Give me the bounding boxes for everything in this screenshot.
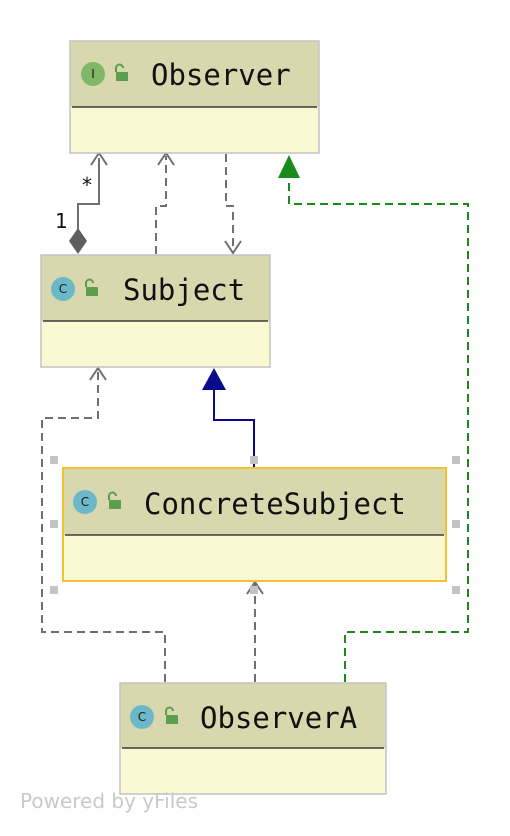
dependency-edge-observer-to-subject[interactable] bbox=[224, 154, 242, 255]
class-icon: C bbox=[51, 277, 75, 301]
lock-open-icon bbox=[85, 278, 98, 296]
subject-title: Subject bbox=[123, 273, 245, 307]
aggregation-diamond-icon bbox=[69, 228, 87, 254]
inheritance-edge-concrete-to-subject[interactable] bbox=[202, 368, 255, 468]
dependency-edge-observera-to-subject[interactable] bbox=[41, 366, 166, 682]
selection-handles[interactable] bbox=[50, 456, 460, 594]
dependency-edge-subject-to-observer[interactable] bbox=[155, 151, 175, 254]
node-concretesubject[interactable]: C ConcreteSubject bbox=[62, 467, 447, 582]
realization-arrow-icon bbox=[278, 155, 300, 178]
target-multiplicity: * bbox=[82, 173, 92, 197]
node-observera[interactable]: C ObserverA bbox=[119, 682, 387, 795]
node-observer[interactable]: I Observer bbox=[69, 40, 320, 154]
concretesubject-title: ConcreteSubject bbox=[144, 487, 406, 521]
observer-badge-letter: I bbox=[91, 67, 95, 81]
realization-edge-observera-to-observer[interactable] bbox=[278, 155, 469, 682]
source-multiplicity: 1 bbox=[55, 209, 68, 233]
observer-title: Observer bbox=[151, 58, 291, 92]
concrete-badge-letter: C bbox=[81, 495, 89, 509]
node-subject[interactable]: C Subject bbox=[40, 254, 271, 368]
lock-open-icon bbox=[165, 706, 178, 724]
lock-open-icon bbox=[108, 491, 121, 509]
aggregation-edge-subject-observer[interactable] bbox=[69, 151, 108, 254]
class-icon: C bbox=[73, 490, 97, 514]
observera-title: ObserverA bbox=[200, 701, 357, 735]
subject-badge-letter: C bbox=[59, 282, 67, 296]
inheritance-arrow-icon bbox=[202, 368, 226, 390]
lock-open-icon bbox=[115, 63, 128, 81]
class-icon: C bbox=[130, 705, 154, 729]
yfiles-watermark: Powered by yFiles bbox=[20, 789, 198, 813]
dependency-edge-observera-to-concrete[interactable] bbox=[246, 580, 264, 682]
interface-icon: I bbox=[81, 62, 105, 86]
observera-badge-letter: C bbox=[138, 710, 146, 724]
